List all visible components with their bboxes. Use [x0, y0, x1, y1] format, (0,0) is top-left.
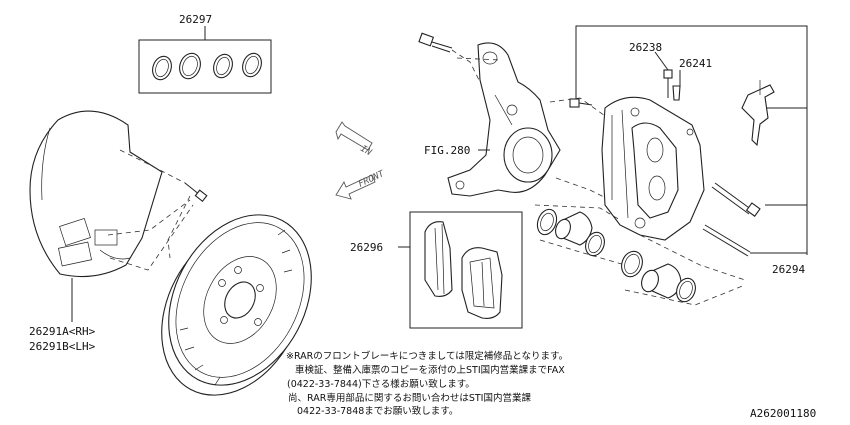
cover-bolt[interactable] — [184, 182, 208, 203]
seal-ring — [152, 55, 172, 81]
bleeder-cap[interactable] — [672, 85, 681, 101]
label-26238: 26238 — [629, 41, 662, 54]
label-26241: 26241 — [679, 57, 712, 70]
note-line: 車検証、整備入庫票のコピーを添付の上STI国内営業課までFAX — [295, 364, 565, 376]
diagram-id: A262001180 — [750, 407, 816, 420]
bleeder-screw[interactable] — [663, 69, 673, 98]
piston-seal[interactable] — [618, 248, 646, 279]
piston-seal[interactable] — [534, 207, 560, 238]
label-26296: 26296 — [350, 241, 383, 254]
seal-kit-group[interactable]: 26297 — [138, 13, 272, 94]
note-line: 0422-33-7848までお願い致します。 — [297, 405, 458, 417]
piston[interactable] — [553, 211, 593, 246]
label-26291B: 26291B<LH> — [29, 340, 96, 353]
disc-cover[interactable] — [29, 110, 163, 278]
caliper-long-pin[interactable] — [702, 224, 751, 257]
brake-pad-inner — [424, 221, 453, 297]
label-26294: 26294 — [772, 263, 805, 276]
brake-caliper[interactable] — [601, 96, 705, 241]
leader-26238 — [654, 51, 669, 71]
seal-ring — [242, 52, 262, 78]
direction-front-label: FRONT — [357, 169, 386, 190]
pad-pin[interactable] — [711, 182, 761, 217]
label-26297: 26297 — [179, 13, 212, 26]
label-fig-280: FIG.280 — [424, 144, 470, 157]
piston[interactable] — [639, 263, 682, 299]
seal-ring — [179, 52, 201, 80]
piston-seal[interactable] — [582, 230, 607, 259]
piston-seal[interactable] — [673, 276, 698, 305]
label-26291A: 26291A<RH> — [29, 325, 96, 338]
steering-knuckle[interactable] — [447, 42, 561, 197]
note-line: 尚、RAR専用部品に関するお問い合わせはSTI国内営業課 — [288, 392, 531, 404]
brake-disc-rotor[interactable] — [133, 190, 339, 420]
direction-in-label: IN — [359, 144, 374, 158]
knuckle-bolt[interactable] — [418, 32, 453, 53]
caliper-bolt[interactable] — [569, 98, 593, 108]
note-line: ※RARのフロントブレーキにつきましては限定補修品となります。 — [286, 350, 568, 362]
seal-ring — [213, 53, 233, 79]
pad-spring[interactable] — [741, 80, 775, 147]
service-note: ※RARのフロントブレーキにつきましては限定補修品となります。 車検証、整備入庫… — [286, 350, 568, 417]
brake-pad-outer — [461, 247, 503, 319]
note-line: (0422-33-7844)下さる様お願い致します。 — [287, 378, 475, 390]
direction-in-arrow: IN — [335, 121, 374, 158]
pad-kit-box — [409, 211, 523, 329]
pad-kit-group[interactable]: 26296 — [350, 211, 523, 329]
direction-front-arrow: FRONT — [335, 169, 386, 200]
